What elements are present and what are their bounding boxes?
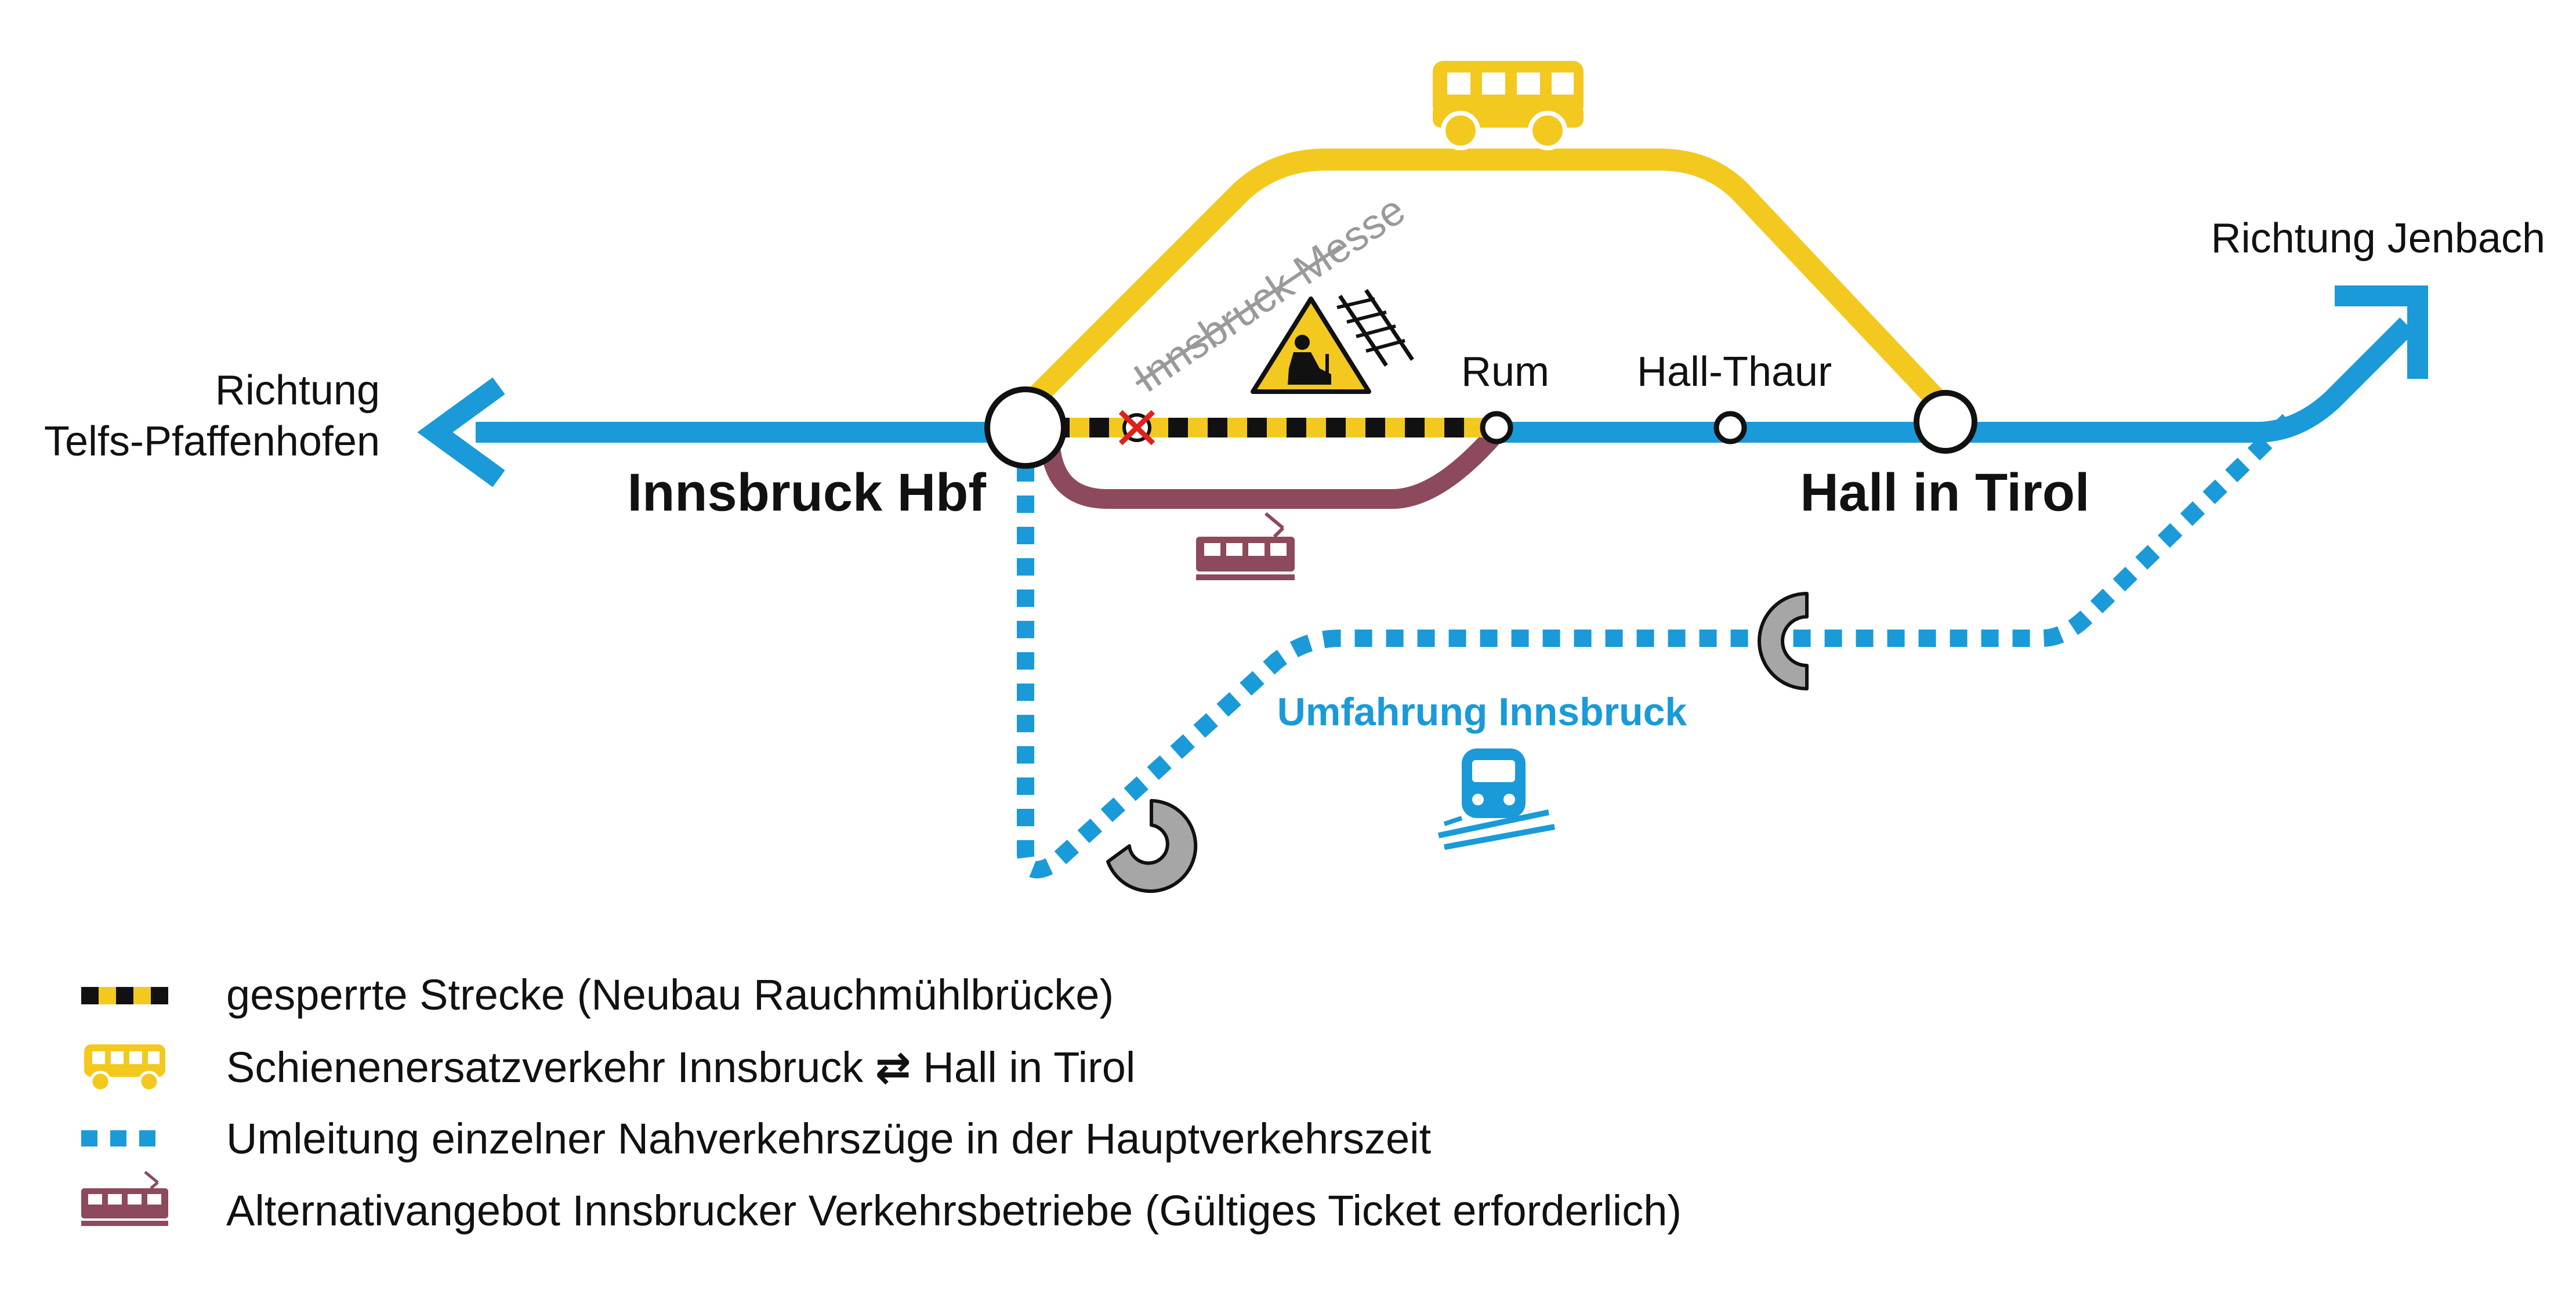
- legend: gesperrte Strecke (Neubau Rauchmühlbrück…: [81, 971, 1682, 1235]
- main-line: [417, 285, 2428, 487]
- legend-tram-text: Alternativangebot Innsbrucker Verkehrsbe…: [226, 1187, 1682, 1235]
- closed-stop-marker: [1118, 410, 1155, 446]
- tram-alternative-line: [1040, 425, 1504, 509]
- legend-bus-arrows-icon: ⇄: [875, 1043, 911, 1091]
- east-direction-label: Richtung Jenbach: [2211, 215, 2545, 262]
- train-icon: [1437, 748, 1555, 850]
- legend-closed-text: gesperrte Strecke (Neubau Rauchmühlbrück…: [226, 971, 1114, 1019]
- station-hall-thaur[interactable]: [1713, 411, 1747, 444]
- west-arrowhead: [417, 377, 505, 487]
- legend-bus-part2: Hall in Tirol: [923, 1043, 1135, 1091]
- legend-detour-text: Umleitung einzelner Nahverkehrszüge in d…: [226, 1115, 1432, 1163]
- bus-replacement-route: [1030, 149, 1945, 408]
- station-label-hall-thaur: Hall-Thaur: [1637, 349, 1832, 395]
- station-innsbruck-hbf[interactable]: [984, 386, 1067, 469]
- construction-warning-icon: [1251, 296, 1371, 394]
- station-label-rum: Rum: [1461, 349, 1549, 395]
- stations: [984, 386, 1977, 469]
- east-arrowhead: [2335, 285, 2428, 379]
- station-label-innsbruck-hbf: Innsbruck Hbf: [628, 463, 987, 522]
- detour-label: Umfahrung Innsbruck: [1277, 690, 1687, 734]
- west-direction-line2: Telfs-Pfaffenhofen: [44, 418, 380, 465]
- station-label-hall-in-tirol: Hall in Tirol: [1800, 463, 2089, 522]
- tram-icon: [1196, 512, 1295, 580]
- bus-icon: [1433, 61, 1584, 150]
- legend-bus-part1: Schienenersatzverkehr Innsbruck: [226, 1043, 864, 1091]
- track-icon: [1336, 289, 1414, 367]
- tram-icon: [81, 1171, 168, 1226]
- main-line-east: [1494, 317, 2415, 443]
- west-direction-line1: Richtung: [215, 367, 380, 414]
- turnaround-icon: [1106, 799, 1198, 893]
- turnaround-icon: [1758, 592, 1809, 690]
- legend-bus-text: Schienenersatzverkehr Innsbruck ⇄ Hall i…: [226, 1043, 1135, 1091]
- strike-through-line: [1135, 244, 1342, 386]
- detour-route: [1017, 411, 2298, 878]
- station-rum[interactable]: [1480, 411, 1513, 444]
- closed-cross-icon: [1118, 410, 1155, 446]
- bus-icon: [84, 1044, 165, 1093]
- station-hall-in-tirol[interactable]: [1914, 390, 1977, 454]
